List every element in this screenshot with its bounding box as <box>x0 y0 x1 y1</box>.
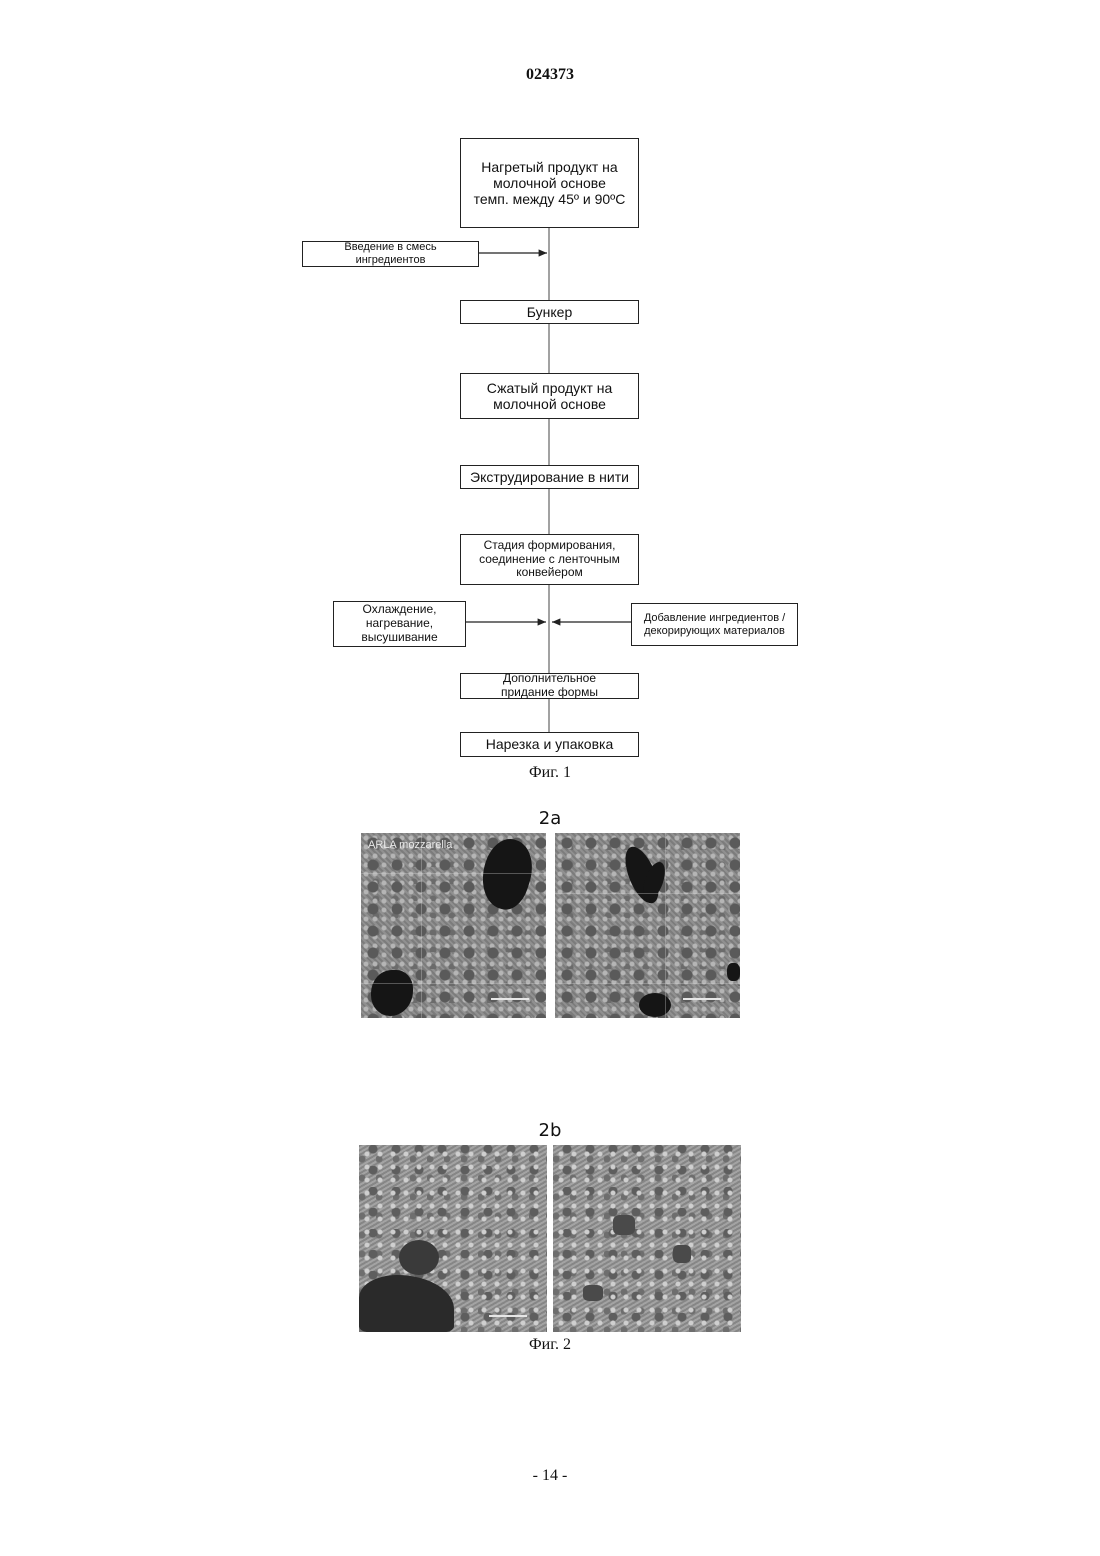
step-add-ingredients: Введение в смесь ингредиентов <box>302 241 479 267</box>
dark-region <box>399 1240 439 1275</box>
figure-1-caption: Фиг. 1 <box>450 764 650 782</box>
micrograph-2b-left <box>359 1145 547 1332</box>
step-add-decorations: Добавление ингредиентов / декорирующих м… <box>631 603 798 646</box>
dark-fat-globule <box>473 833 540 914</box>
scale-bar <box>491 998 529 1000</box>
scale-bar <box>683 998 721 1000</box>
dark-region <box>673 1245 691 1263</box>
step-hopper: Бункер <box>460 300 639 324</box>
figure-2-caption: Фиг. 2 <box>450 1336 650 1354</box>
step-heated-product: Нагретый продукт на молочной основе темп… <box>460 138 639 228</box>
step-additional-shaping: Дополнительное придание формы <box>460 673 639 699</box>
scale-bar <box>489 1315 527 1317</box>
dark-region <box>613 1215 635 1235</box>
micrograph-2a-left: ARLA mozzarella <box>361 833 546 1018</box>
step-cutting-packing: Нарезка и упаковка <box>460 732 639 757</box>
step-extrusion: Экструдирование в нити <box>460 465 639 489</box>
dark-fat-globule <box>727 963 740 981</box>
micrograph-overlay-label: ARLA mozzarella <box>368 839 452 851</box>
panel-2b-label: 2b <box>500 1120 600 1141</box>
step-pressed-product: Сжатый продукт на молочной основе <box>460 373 639 419</box>
dark-fat-globule <box>371 970 413 1016</box>
dark-fat-globule <box>639 993 671 1017</box>
step-cooling-heating-drying: Охлаждение, нагревание, высушивание <box>333 601 466 647</box>
micrograph-2a-right <box>555 833 740 1018</box>
panel-2a-label: 2a <box>500 808 600 829</box>
dark-region <box>583 1285 603 1301</box>
micrograph-2b-right <box>553 1145 741 1332</box>
dark-region <box>359 1275 454 1332</box>
page-number: - 14 - <box>0 1467 1100 1485</box>
step-forming: Стадия формирования, соединение с ленточ… <box>460 534 639 585</box>
